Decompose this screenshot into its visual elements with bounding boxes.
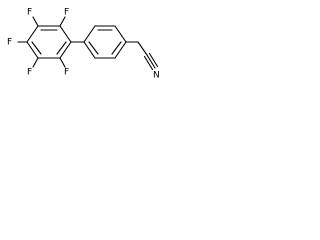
bond-ring-a-inner-2 — [56, 41, 67, 55]
bond-cf-top-right — [59, 16, 66, 27]
atom-fluorine-top-right: F — [64, 8, 69, 18]
bond-ring-a-3 — [59, 41, 72, 59]
bond-nitrile-1 — [146, 54, 156, 69]
bonds — [17, 16, 159, 71]
atom-nitrile-nitrogen: N — [153, 71, 160, 81]
atom-fluorine-left: F — [7, 38, 12, 48]
bond-ring-a-2 — [59, 25, 72, 43]
bond-ring-b-inner-2 — [111, 41, 122, 55]
bond-ring-b-6 — [83, 41, 96, 59]
bond-ring-b-inner-3 — [88, 41, 99, 55]
atom-labels: F F F F F N — [7, 8, 160, 81]
bond-ring-a-6 — [26, 25, 39, 43]
bond-cf-bottom-left — [32, 57, 39, 68]
bond-ch2-cn — [137, 41, 148, 56]
bond-cf-top-left — [32, 16, 39, 27]
bond-ring-a-5 — [26, 41, 39, 59]
atom-fluorine-bottom-right: F — [64, 68, 69, 78]
atom-fluorine-bottom-left: F — [27, 68, 32, 78]
bond-nitrile-2 — [148, 52, 159, 68]
atom-fluorine-top-left: F — [27, 8, 32, 18]
bond-ring-b-3 — [114, 25, 127, 43]
bond-nitrile-3 — [143, 55, 154, 71]
chemical-structure-diagram: F F F F F N — [7, 8, 160, 81]
bond-cf-bottom-right — [59, 57, 66, 68]
bond-ring-b-4 — [114, 41, 127, 59]
bond-ring-b-1 — [83, 25, 96, 43]
bond-ring-a-inner-3 — [31, 41, 42, 55]
